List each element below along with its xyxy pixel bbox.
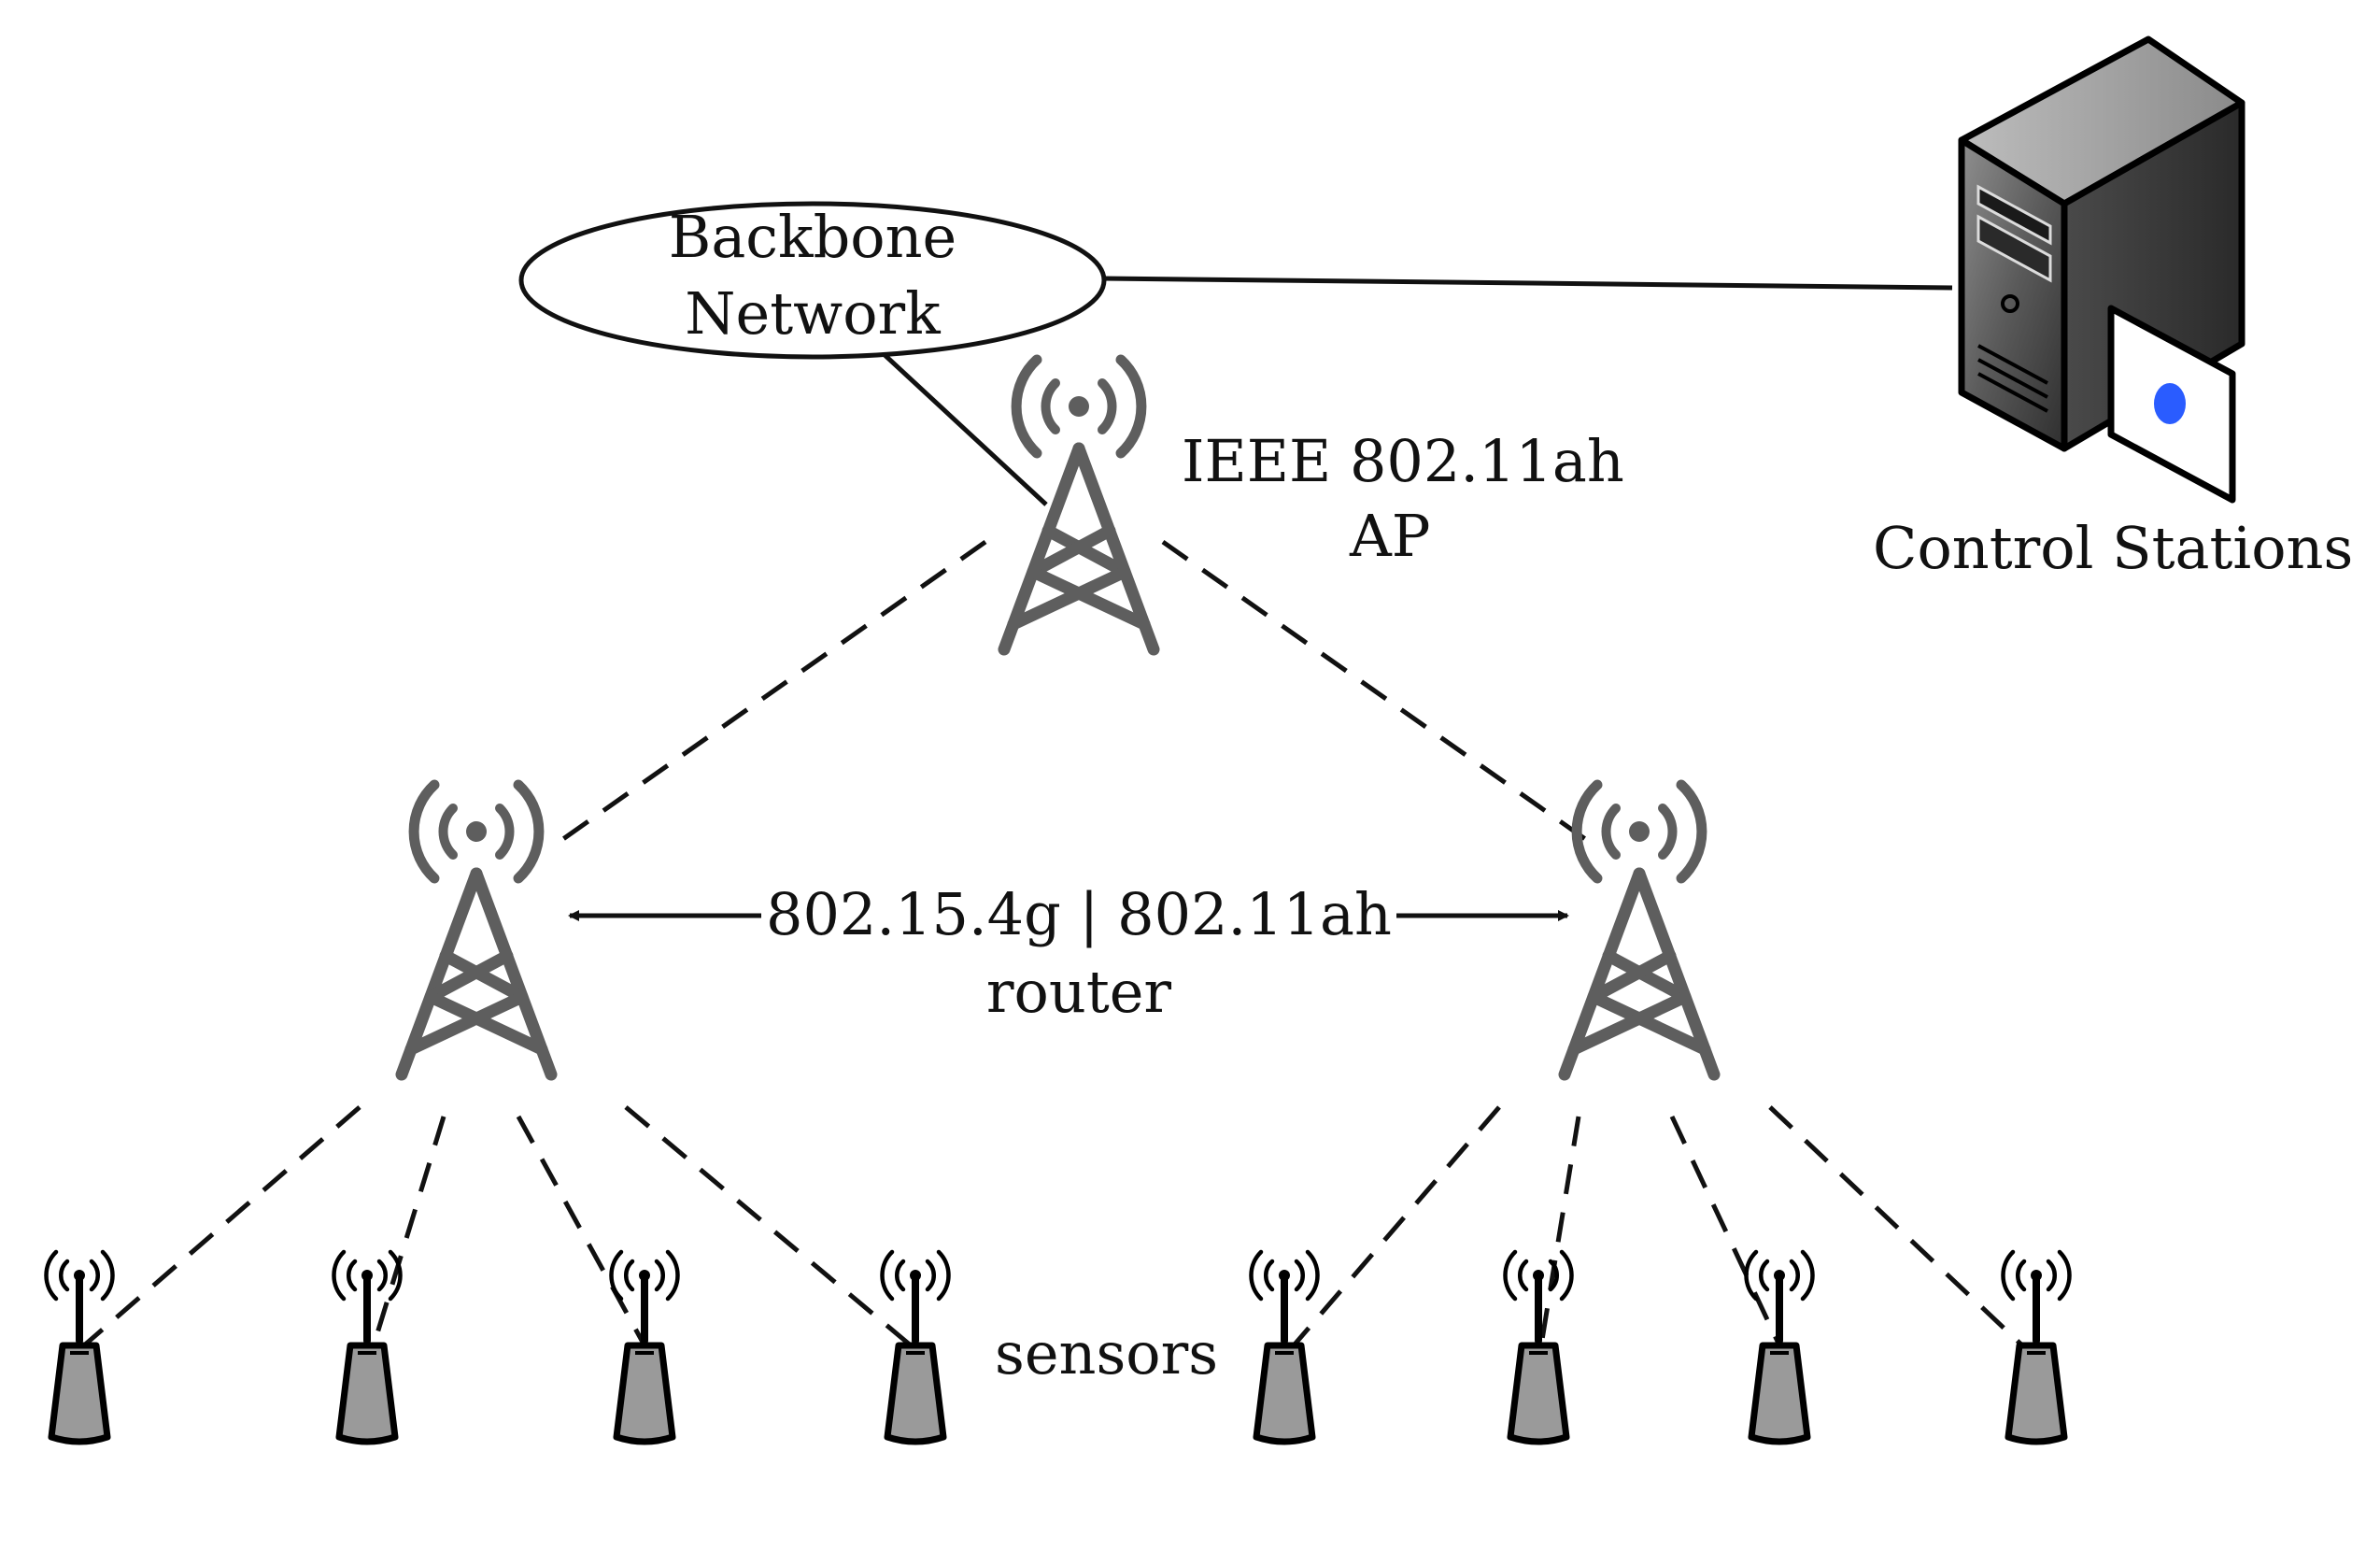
sensor-icon	[1505, 1252, 1571, 1442]
sensor-icon	[882, 1252, 948, 1442]
backbone-network-node	[518, 201, 1107, 360]
left-router-tower-icon	[402, 785, 551, 1074]
control-stations-label: Control Stations	[1873, 514, 2353, 582]
sensor-icon	[611, 1252, 677, 1442]
ap-to-left-router-link	[559, 539, 987, 844]
left-router-sensor-link-2	[371, 1116, 446, 1346]
sensor-icon	[1251, 1252, 1317, 1442]
access-point-tower-icon	[1004, 360, 1154, 649]
sensor-icon	[333, 1252, 400, 1442]
left-router-sensor-link-1	[82, 1105, 361, 1347]
right-router-tower-icon	[1565, 785, 1714, 1074]
ap-to-right-router-link	[1161, 539, 1590, 844]
router-label: router	[986, 958, 1172, 1026]
right-router-sensor-link-1	[1292, 1105, 1501, 1347]
left-router-sensor-link-4	[624, 1105, 913, 1347]
backbone-label-line1: Backbone	[669, 203, 956, 271]
sensor-icon	[1746, 1252, 1812, 1442]
backbone-label-line2: Network	[685, 279, 941, 348]
sensor-icon	[2003, 1252, 2069, 1442]
right-router-sensor-link-4	[1768, 1105, 2024, 1347]
backbone-to-ap-link	[881, 351, 1048, 506]
right-router-sensor-link-2	[1538, 1116, 1581, 1346]
server-icon	[1958, 36, 2245, 504]
sensors-label: sensors	[995, 1319, 1218, 1387]
sensor-icon	[46, 1252, 112, 1442]
ap-label-line2: AP	[1349, 502, 1431, 570]
right-router-sensor-link-3	[1669, 1115, 1782, 1347]
router-protocol-label: 802.15.4g | 802.11ah	[766, 880, 1392, 948]
ap-label-line1: IEEE 802.11ah	[1182, 427, 1624, 495]
left-router-sensor-link-3	[516, 1115, 647, 1347]
backbone-to-server-link	[1101, 276, 1953, 291]
